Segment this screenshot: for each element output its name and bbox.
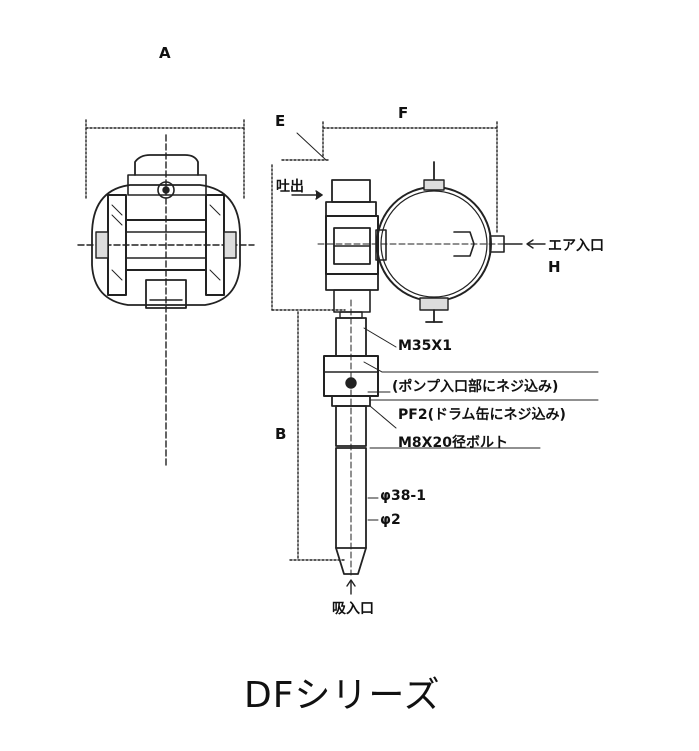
series-title: DFシリーズ xyxy=(244,675,441,716)
dimension-label-e: E xyxy=(275,112,286,130)
air-inlet-label: エア入口 xyxy=(548,238,604,254)
dimension-label-h: H xyxy=(548,258,561,276)
pump-inlet-note: (ポンプ入口部にネジ込み) xyxy=(392,379,559,395)
phi-38-label: φ38-1 xyxy=(380,488,426,504)
dimension-label-a: A xyxy=(159,44,171,62)
pf2-note: PF2(ドラム缶にネジ込み) xyxy=(398,407,566,423)
discharge-label: 吐出 xyxy=(276,179,304,195)
front-view-A xyxy=(78,120,254,468)
bolt-note: M8X20径ボルト xyxy=(398,435,508,451)
dimension-label-b: B xyxy=(275,425,287,443)
thread-m35-label: M35X1 xyxy=(398,338,452,354)
phi-2-label: φ2 xyxy=(380,512,401,528)
side-view xyxy=(272,122,598,594)
dimension-label-f: F xyxy=(398,104,409,122)
suction-inlet-label: 吸入口 xyxy=(332,601,374,617)
